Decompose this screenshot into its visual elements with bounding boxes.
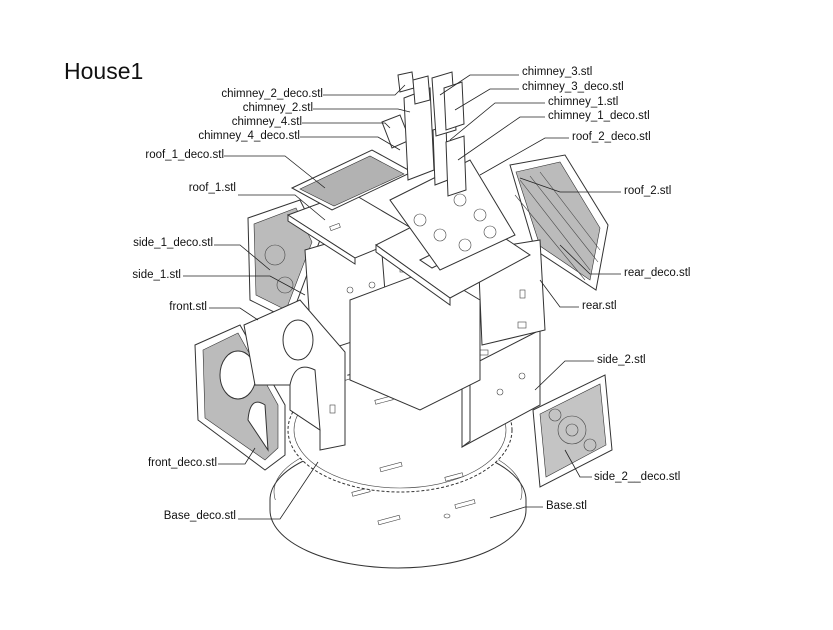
label-side-2-deco: side_2__deco.stl — [594, 471, 681, 483]
label-side-1: side_1.stl — [132, 269, 181, 281]
label-chimney-2-deco: chimney_2_deco.stl — [221, 88, 323, 100]
label-chimney-3-deco: chimney_3_deco.stl — [522, 81, 624, 93]
label-rear-deco: rear_deco.stl — [624, 267, 691, 279]
label-chimney-4: chimney_4.stl — [231, 116, 302, 128]
leader-lines — [183, 74, 621, 520]
label-side-1-deco: side_1_deco.stl — [133, 237, 213, 249]
label-base: Base.stl — [546, 500, 587, 512]
label-roof-2: roof_2.stl — [624, 185, 672, 197]
side-1-part — [304, 227, 481, 411]
rear-deco-part — [509, 154, 609, 291]
label-rear: rear.stl — [582, 300, 617, 312]
label-front-deco: front_deco.stl — [147, 457, 217, 469]
label-chimney-1-deco: chimney_1_deco.stl — [548, 110, 650, 122]
label-chimney-4-deco: chimney_4_deco.stl — [198, 130, 300, 142]
label-chimney-2: chimney_2.stl — [242, 102, 313, 114]
label-chimney-3: chimney_3.stl — [522, 66, 593, 78]
diagram-title: House1 — [64, 58, 144, 84]
label-side-2: side_2.stl — [597, 354, 646, 366]
label-base-deco: Base_deco.stl — [163, 510, 236, 522]
front-deco-part — [194, 324, 286, 471]
label-roof-1: roof_1.stl — [188, 182, 236, 194]
side-2-deco-part — [532, 374, 613, 488]
label-front: front.stl — [169, 301, 207, 313]
chimney-deco-left-part — [381, 71, 415, 149]
front-part — [243, 299, 346, 451]
label-roof-1-deco: roof_1_deco.stl — [145, 149, 224, 161]
label-roof-2-deco: roof_2_deco.stl — [572, 131, 651, 143]
chimney-parts — [403, 71, 467, 197]
label-chimney-1: chimney_1.stl — [548, 96, 619, 108]
